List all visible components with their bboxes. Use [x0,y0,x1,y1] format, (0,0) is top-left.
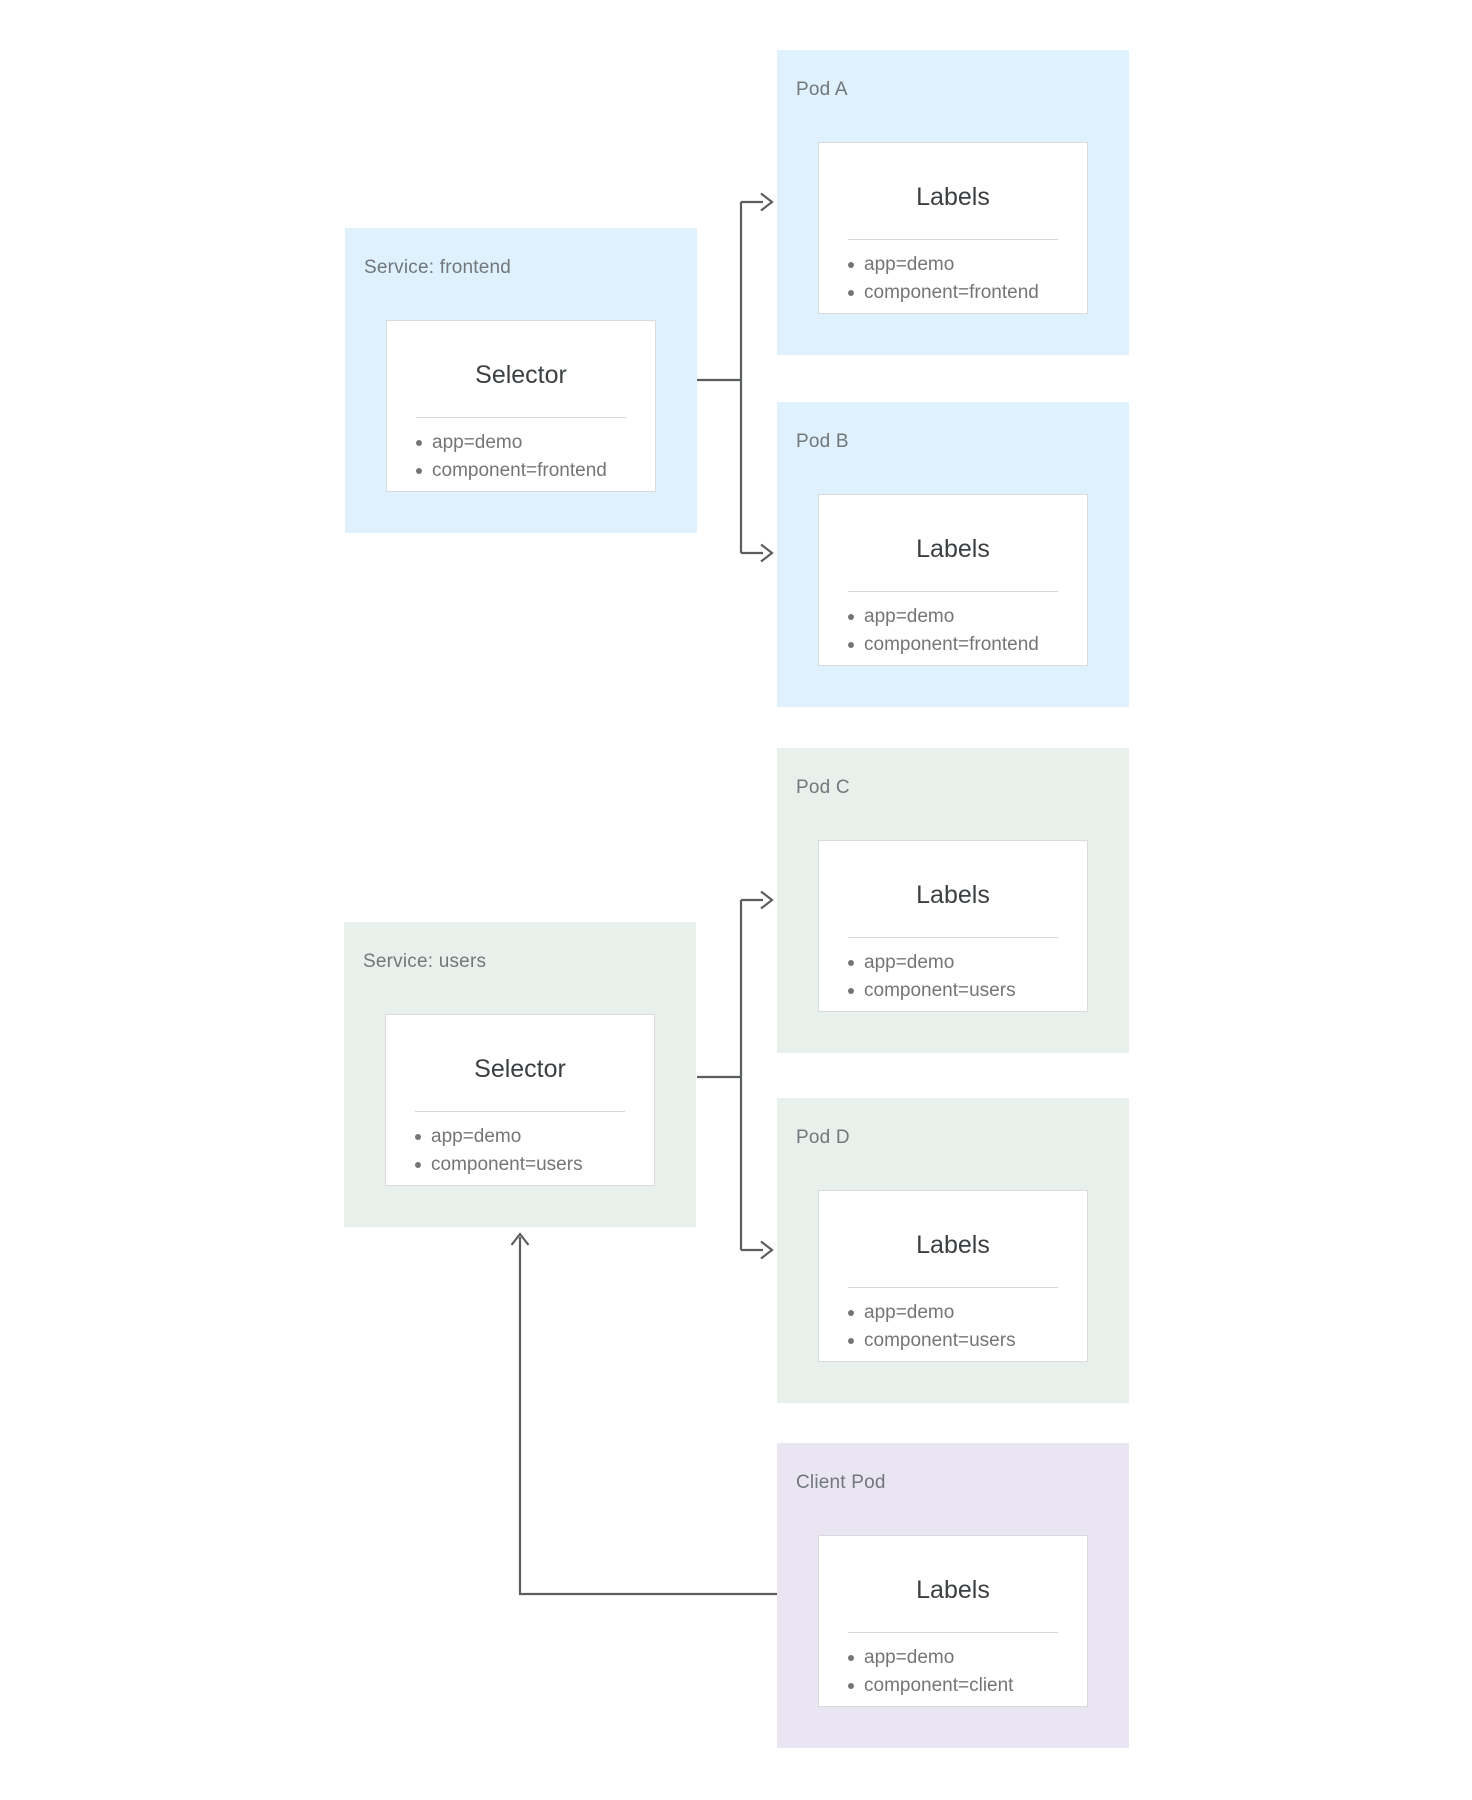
list-item: component=users [819,977,1087,1005]
labels-list: app=demo component=users [819,1299,1087,1355]
labels-list: app=demo component=frontend [819,603,1087,659]
arrow-line [697,898,763,1252]
list-item: component=users [819,1327,1087,1355]
list-item: component=users [386,1151,654,1179]
divider [848,1287,1058,1288]
divider [848,1632,1058,1633]
card-title: Labels [916,1576,990,1604]
divider [848,239,1058,240]
card-title: Labels [916,535,990,563]
arrow-line [697,200,763,555]
node-client-pod: Client Pod Labels app=demo component=cli… [777,1443,1129,1748]
list-item: component=frontend [819,279,1087,307]
list-item: component=frontend [819,631,1087,659]
node-title: Pod A [796,79,848,100]
list-item: app=demo [819,1644,1087,1672]
node-pod-c: Pod C Labels app=demo component=users [777,748,1129,1053]
labels-list: app=demo component=users [819,949,1087,1005]
arrowhead-right-icon [760,890,774,910]
list-item: app=demo [387,429,655,457]
divider [415,1111,625,1112]
selector-list: app=demo component=users [386,1123,654,1179]
connector-users-to-pods [697,890,774,1260]
node-title: Pod C [796,777,850,798]
node-title: Service: frontend [364,257,512,278]
connector-frontend-to-pods [697,192,774,563]
node-pod-d: Pod D Labels app=demo component=users [777,1098,1129,1403]
selector-list: app=demo component=frontend [387,429,655,485]
node-title: Pod B [796,431,849,452]
divider [848,591,1058,592]
arrowhead-right-icon [760,543,774,563]
list-item: app=demo [819,1299,1087,1327]
list-item: app=demo [386,1123,654,1151]
card-title: Labels [916,183,990,211]
card-title: Labels [916,1231,990,1259]
labels-card: Labels app=demo component=users [818,840,1088,1012]
selector-card: Selector app=demo component=users [385,1014,655,1186]
arrowhead-right-icon [760,1240,774,1260]
labels-card: Labels app=demo component=frontend [818,142,1088,314]
selector-card: Selector app=demo component=frontend [386,320,656,492]
card-title: Selector [474,1055,566,1083]
node-pod-a: Pod A Labels app=demo component=frontend [777,50,1129,355]
labels-card: Labels app=demo component=frontend [818,494,1088,666]
node-title: Client Pod [796,1472,886,1493]
labels-card: Labels app=demo component=client [818,1535,1088,1707]
arrowhead-up-icon [510,1232,530,1246]
arrowhead-right-icon [760,192,774,212]
divider [416,417,626,418]
labels-list: app=demo component=frontend [819,251,1087,307]
node-title: Service: users [363,951,487,972]
list-item: app=demo [819,251,1087,279]
node-title: Pod D [796,1127,850,1148]
divider [848,937,1058,938]
labels-list: app=demo component=client [819,1644,1087,1700]
labels-card: Labels app=demo component=users [818,1190,1088,1362]
node-service-users: Service: users Selector app=demo compone… [344,922,696,1227]
arrow-line [518,1237,777,1596]
connector-client-to-users [510,1232,777,1596]
card-title: Labels [916,881,990,909]
list-item: component=client [819,1672,1087,1700]
card-title: Selector [475,361,567,389]
node-pod-b: Pod B Labels app=demo component=frontend [777,402,1129,707]
list-item: app=demo [819,949,1087,977]
list-item: app=demo [819,603,1087,631]
node-service-frontend: Service: frontend Selector app=demo comp… [345,228,697,533]
list-item: component=frontend [387,457,655,485]
